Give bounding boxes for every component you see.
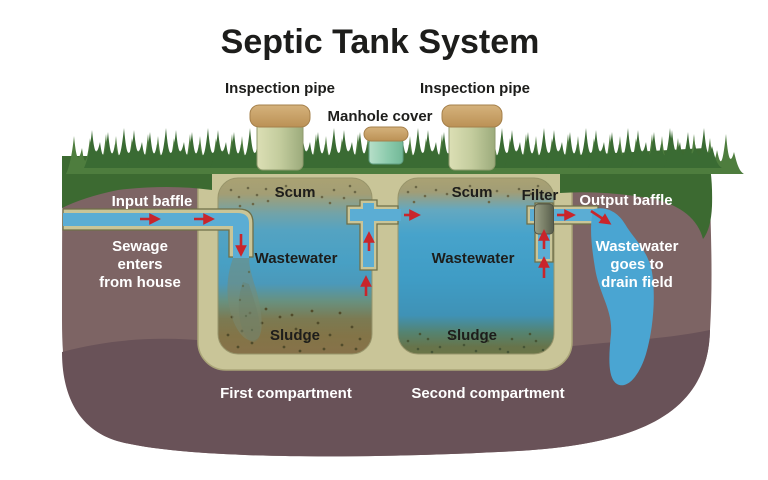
label-drain-line1: Wastewater bbox=[596, 238, 679, 255]
labels: Septic Tank System Inspection pipe Inspe… bbox=[99, 23, 678, 402]
septic-tank bbox=[197, 156, 573, 371]
sludge-specks-second bbox=[406, 332, 545, 354]
grass bbox=[62, 128, 744, 239]
label-second-compartment: Second compartment bbox=[411, 385, 564, 402]
scum-specks-first bbox=[229, 184, 364, 208]
effluent-filter bbox=[534, 203, 554, 235]
label-filter: Filter bbox=[522, 187, 559, 204]
label-sewage-line2: enters bbox=[117, 256, 162, 273]
surface-fixtures bbox=[249, 104, 503, 171]
label-inspection-pipe-left: Inspection pipe bbox=[225, 80, 335, 97]
label-input-baffle: Input baffle bbox=[112, 193, 193, 210]
label-wastewater-first: Wastewater bbox=[255, 250, 338, 267]
label-wastewater-second: Wastewater bbox=[432, 250, 515, 267]
second-compartment bbox=[397, 177, 555, 355]
inspection-pipe-left-cap bbox=[249, 104, 311, 128]
page-title: Septic Tank System bbox=[221, 23, 540, 61]
label-sludge-second: Sludge bbox=[447, 327, 497, 344]
center-baffle-water bbox=[350, 203, 401, 267]
label-output-baffle: Output baffle bbox=[579, 192, 672, 209]
label-manhole-cover: Manhole cover bbox=[327, 108, 432, 125]
manhole bbox=[363, 126, 409, 165]
sewage-plume bbox=[227, 256, 262, 343]
label-inspection-pipe-right: Inspection pipe bbox=[420, 80, 530, 97]
label-sewage-line1: Sewage bbox=[112, 238, 168, 255]
label-scum-second: Scum bbox=[452, 184, 493, 201]
drain-field-water bbox=[591, 208, 654, 386]
flow-arrow-drain bbox=[590, 209, 612, 225]
input-pipe-water bbox=[63, 213, 249, 258]
label-sewage-line3: from house bbox=[99, 274, 181, 291]
label-drain-line2: goes to bbox=[610, 256, 663, 273]
scum-specks-second bbox=[406, 184, 545, 204]
flow-arrows bbox=[140, 209, 612, 296]
inspection-pipe-right-cap bbox=[441, 104, 503, 128]
label-sludge-first: Sludge bbox=[270, 327, 320, 344]
manhole-body bbox=[368, 138, 404, 165]
inspection-pipe-left bbox=[249, 104, 311, 171]
label-first-compartment: First compartment bbox=[220, 385, 352, 402]
inspection-pipe-right bbox=[441, 104, 503, 171]
label-scum-first: Scum bbox=[275, 184, 316, 201]
manhole-cap bbox=[363, 126, 409, 142]
label-drain-line3: drain field bbox=[601, 274, 673, 291]
